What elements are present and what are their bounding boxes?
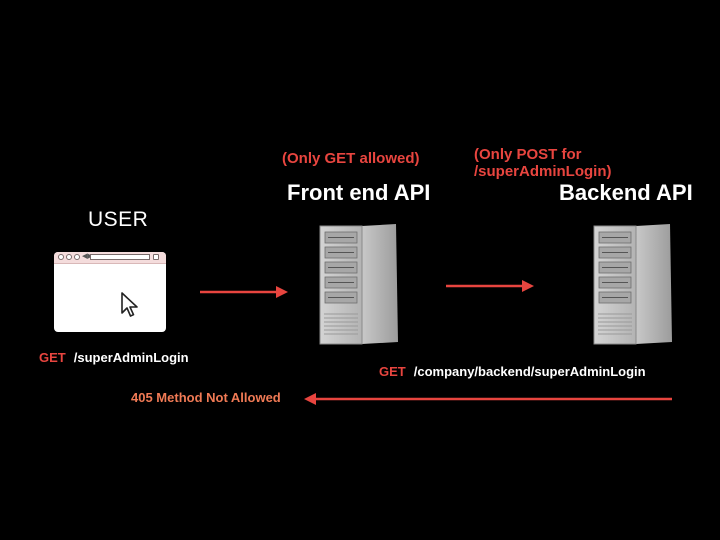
- request-method: GET: [379, 364, 406, 379]
- frontend-title: Front end API: [287, 180, 431, 205]
- arrow-right-icon: [200, 286, 288, 298]
- window-dot-icon: [66, 254, 72, 260]
- arrow-left-icon: [304, 393, 672, 405]
- window-dot-icon: [58, 254, 64, 260]
- request-path: /superAdminLogin: [73, 350, 189, 365]
- browser-titlebar: ◀▶: [54, 252, 166, 264]
- user-request: GET/superAdminLogin: [39, 350, 189, 365]
- backend-note: (Only POST for /superAdminLogin): [474, 146, 612, 180]
- request-method: GET: [39, 350, 66, 365]
- error-response: 405 Method Not Allowed: [131, 390, 281, 405]
- back-forward-icon: ◀▶: [82, 253, 93, 260]
- url-bar: [90, 254, 150, 260]
- window-dot-icon: [74, 254, 80, 260]
- browser-window-icon: ◀▶: [54, 252, 166, 332]
- cursor-icon: [121, 292, 138, 317]
- arrow-right-icon: [446, 280, 534, 292]
- server-icon: [319, 224, 398, 345]
- backend-title: Backend API: [559, 180, 693, 205]
- menu-icon: [153, 254, 159, 260]
- server-icon: [593, 224, 672, 345]
- request-path: /company/backend/superAdminLogin: [413, 364, 646, 379]
- frontend-note: (Only GET allowed): [282, 150, 420, 167]
- backend-request: GET/company/backend/superAdminLogin: [379, 364, 646, 379]
- user-label: USER: [88, 208, 149, 231]
